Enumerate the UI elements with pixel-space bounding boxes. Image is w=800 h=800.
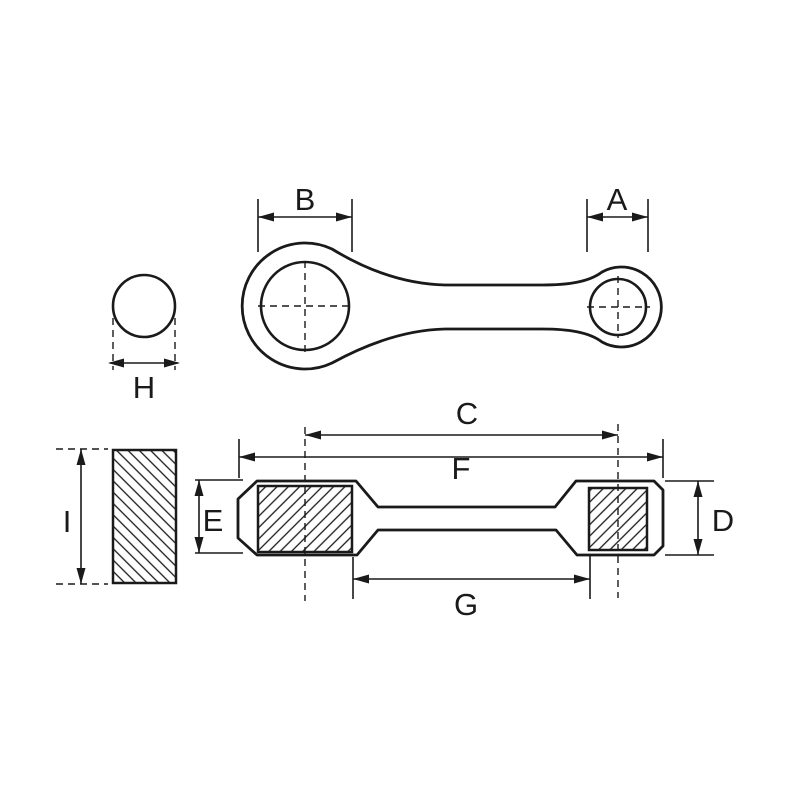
h-arrow-right <box>164 358 180 368</box>
b-arrow-left <box>258 212 274 222</box>
b-arrow-right <box>336 212 352 222</box>
i-arrow-top <box>76 449 86 465</box>
dimension-c: C <box>305 396 618 440</box>
dim-label-a: A <box>607 182 628 217</box>
front-view: I E C <box>56 396 734 622</box>
side-view: H B A <box>108 182 663 405</box>
f-arrow-left <box>239 452 255 462</box>
e-arrow-top <box>194 480 204 496</box>
c-arrow-left <box>305 430 321 440</box>
dimension-b: B <box>257 182 353 252</box>
a-arrow-right <box>632 212 648 222</box>
i-arrow-bottom <box>76 568 86 584</box>
rod-side-outline <box>240 241 663 371</box>
dim-label-f: F <box>452 451 471 486</box>
g-arrow-right <box>574 574 590 584</box>
dimension-d: D <box>665 480 734 556</box>
a-arrow-left <box>587 212 603 222</box>
pin-side-rect <box>111 448 178 585</box>
dimension-e: E <box>194 479 243 554</box>
d-arrow-top <box>693 481 703 497</box>
e-arrow-bottom <box>194 537 204 553</box>
d-arrow-bottom <box>693 539 703 555</box>
dim-label-d: D <box>712 503 734 538</box>
h-arrow-left <box>108 358 124 368</box>
dimension-g: G <box>352 556 591 622</box>
g-arrow-left <box>353 574 369 584</box>
f-arrow-right <box>647 452 663 462</box>
dim-label-b: B <box>295 182 316 217</box>
dimension-f: F <box>238 439 664 486</box>
dim-label-c: C <box>456 396 478 431</box>
pin-circle <box>111 273 177 339</box>
big-end-face <box>256 484 354 554</box>
dim-label-g: G <box>454 587 478 622</box>
dimension-i: I <box>56 448 108 585</box>
dim-label-i: I <box>63 504 72 539</box>
dim-label-e: E <box>203 503 224 538</box>
c-arrow-right <box>602 430 618 440</box>
side-view-centerlines <box>258 261 650 352</box>
front-view-centerlines <box>304 424 619 601</box>
dimension-a: A <box>586 182 649 252</box>
dimension-h: H <box>108 318 180 405</box>
dim-label-h: H <box>133 370 155 405</box>
